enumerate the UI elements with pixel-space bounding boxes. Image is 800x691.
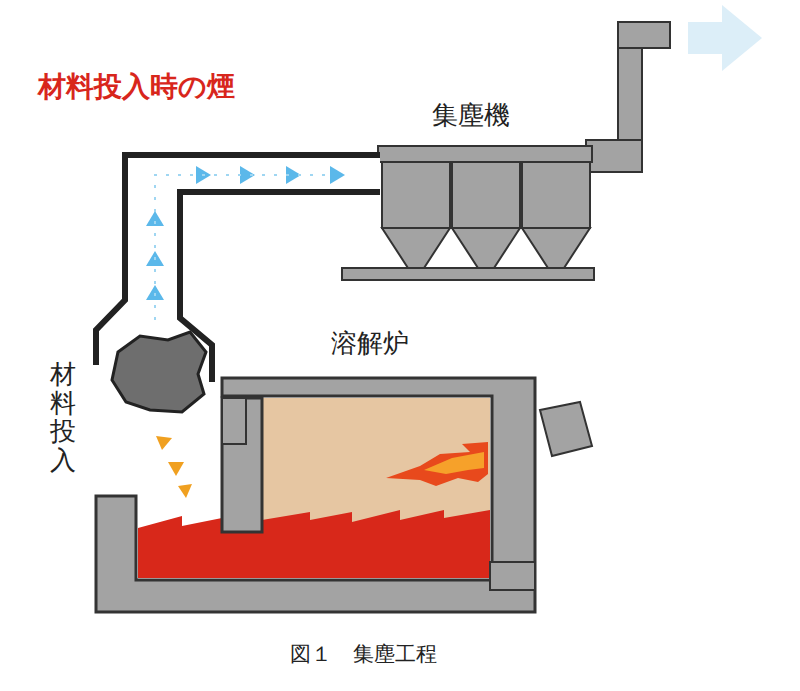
material-input-label: 材料投入	[50, 360, 76, 474]
falling-material	[156, 436, 192, 498]
node-label: 溶解炉	[331, 326, 409, 361]
title: 材料投入時の煙	[38, 68, 235, 106]
node-label: 集塵機	[432, 98, 510, 133]
smoke-arrows	[146, 166, 345, 300]
chimney	[586, 22, 670, 172]
material-lump	[112, 332, 206, 412]
collector-node: 集塵機	[340, 96, 602, 286]
furnace-node: 溶解炉	[95, 320, 540, 615]
caption: 図１ 集塵工程	[290, 640, 437, 668]
exhaust-arrow	[688, 5, 762, 71]
smoke-flow	[155, 175, 340, 320]
furnace	[96, 378, 592, 612]
